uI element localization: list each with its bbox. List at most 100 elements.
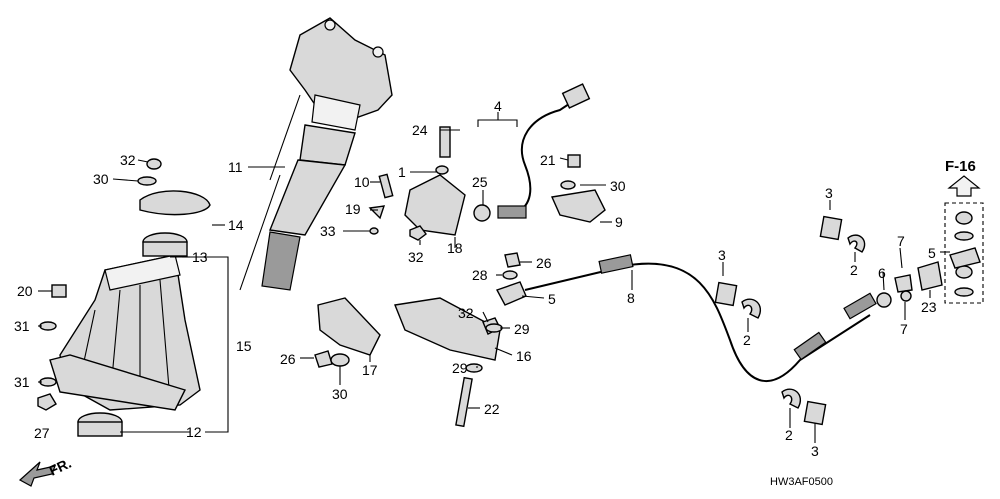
callout-2: 2 <box>743 332 751 348</box>
f16-arrow-icon <box>947 175 981 197</box>
control-cable-8 <box>524 254 877 382</box>
callout-2: 2 <box>785 427 793 443</box>
collar-12-body <box>77 421 123 437</box>
plate-14 <box>139 190 211 216</box>
washer-30c <box>560 180 576 190</box>
nut-32a <box>146 158 162 170</box>
callout-7: 7 <box>897 233 905 249</box>
callout-27: 27 <box>34 425 50 441</box>
boot-5b <box>949 247 981 269</box>
front-arrow-icon <box>18 461 56 487</box>
callout-31: 31 <box>14 374 30 390</box>
callout-6: 6 <box>878 265 886 281</box>
ref-nut-icon <box>955 211 973 225</box>
ref-washer-icon <box>954 231 974 241</box>
pad-3a <box>819 215 843 241</box>
washer-30a <box>137 176 157 186</box>
callout-2: 2 <box>850 262 858 278</box>
callout-12: 12 <box>186 424 202 440</box>
callout-24: 24 <box>412 122 428 138</box>
bracket-18 <box>404 174 466 236</box>
bolt-24 <box>439 126 451 158</box>
callout-8: 8 <box>627 290 635 306</box>
callout-10: 10 <box>354 174 370 190</box>
bolt-22 <box>455 376 473 428</box>
callout-30: 30 <box>93 171 109 187</box>
column-housing <box>49 254 201 411</box>
callout-26: 26 <box>536 255 552 271</box>
callout-1: 1 <box>398 164 406 180</box>
fitting-23 <box>917 261 943 291</box>
diagram-code: HW3AF0500 <box>770 476 833 488</box>
bushing-13-body <box>142 241 188 257</box>
callout-25: 25 <box>472 174 488 190</box>
washer-31a <box>39 321 57 331</box>
callout-14: 14 <box>228 217 244 233</box>
sensor-4 <box>473 83 591 222</box>
washer-31b <box>39 377 57 387</box>
f16-ref-box <box>944 202 984 304</box>
clip-7b <box>900 290 912 302</box>
callout-15: 15 <box>236 338 252 354</box>
ref-washer-icon-2 <box>954 287 974 297</box>
bracket-16 <box>394 297 501 361</box>
washer-29b <box>465 363 483 373</box>
callout-3: 3 <box>718 247 726 263</box>
clip-2c <box>781 388 801 409</box>
clip-19 <box>368 205 386 220</box>
bracket-17 <box>317 297 381 356</box>
callout-11: 11 <box>228 159 243 175</box>
callout-22: 22 <box>484 401 500 417</box>
clip-2b <box>741 298 761 319</box>
clip-2a <box>847 234 866 253</box>
callout-32: 32 <box>120 152 136 168</box>
callout-13: 13 <box>192 249 208 265</box>
pin-10 <box>378 173 394 199</box>
ref-label-f16: F-16 <box>945 158 976 175</box>
washer-30b <box>330 353 350 367</box>
callout-19: 19 <box>345 201 361 217</box>
callout-3: 3 <box>811 443 819 459</box>
washer-29a <box>485 323 503 333</box>
grommet-6 <box>876 292 892 308</box>
bolt-20 <box>51 284 67 298</box>
pin-33 <box>369 227 379 235</box>
callout-29: 29 <box>452 360 468 376</box>
pad-3b <box>714 281 738 307</box>
callout-23: 23 <box>921 299 937 315</box>
boot-5a <box>495 281 527 306</box>
callout-33: 33 <box>320 223 336 239</box>
callout-31: 31 <box>14 318 30 334</box>
nut-26a <box>504 252 521 268</box>
nut-32b <box>409 225 427 241</box>
callout-7: 7 <box>900 321 908 337</box>
washer-28 <box>502 270 518 280</box>
callout-30: 30 <box>610 178 626 194</box>
callout-20: 20 <box>17 283 33 299</box>
callout-32: 32 <box>458 305 474 321</box>
callout-17: 17 <box>362 362 378 378</box>
callout-30: 30 <box>332 386 348 402</box>
callout-18: 18 <box>447 240 463 256</box>
callout-26: 26 <box>280 351 296 367</box>
callout-5: 5 <box>928 245 936 261</box>
callout-32: 32 <box>408 249 424 265</box>
callout-4: 4 <box>494 98 502 114</box>
callout-29: 29 <box>514 321 530 337</box>
callout-16: 16 <box>516 348 532 364</box>
callout-5: 5 <box>548 291 556 307</box>
callout-21: 21 <box>540 152 556 168</box>
callout-28: 28 <box>472 267 488 283</box>
callout-9: 9 <box>615 214 623 230</box>
front-label: FR. <box>47 455 74 479</box>
bolt-21 <box>567 154 581 168</box>
nut-27 <box>37 393 57 411</box>
clip-7a <box>894 274 913 293</box>
steering-column <box>239 17 393 291</box>
nut-26b <box>314 350 333 368</box>
callout-3: 3 <box>825 185 833 201</box>
pad-3c <box>803 400 827 426</box>
washer-1 <box>435 165 449 175</box>
